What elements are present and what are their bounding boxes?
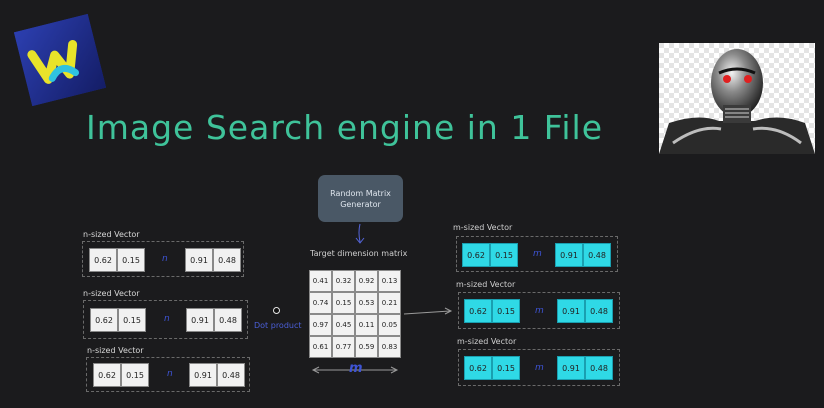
page-title: Image Search engine in 1 File <box>86 108 604 147</box>
vector-cell: 0.48 <box>583 243 611 267</box>
matrix-cell: 0.53 <box>355 292 378 314</box>
matrix-cell: 0.83 <box>378 336 401 358</box>
output-vector-label: m-sized Vector <box>453 223 513 232</box>
output-vector-row: 0.62 0.15 m 0.91 0.48 <box>456 236 618 272</box>
input-vector-label: n-sized Vector <box>83 289 140 298</box>
vector-cell: 0.15 <box>492 299 520 323</box>
vector-cell: 0.62 <box>464 356 492 380</box>
vector-cell: 0.91 <box>186 308 214 332</box>
matrix-cell: 0.41 <box>309 270 332 292</box>
matrix-cell: 0.32 <box>332 270 355 292</box>
vector-cell: 0.91 <box>557 299 585 323</box>
matrix-cell: 0.59 <box>355 336 378 358</box>
matrix-label: Target dimension matrix <box>310 249 408 258</box>
matrix-cell: 0.77 <box>332 336 355 358</box>
dot-product-label: Dot product <box>254 321 302 330</box>
vector-dim-label: n <box>167 369 173 379</box>
input-vector-label: n-sized Vector <box>87 346 144 355</box>
vector-dim-label: n <box>164 314 170 324</box>
logo <box>12 13 108 107</box>
matrix-cell: 0.11 <box>355 314 378 336</box>
vector-dim-label: m <box>535 363 544 373</box>
matrix-cell: 0.21 <box>378 292 401 314</box>
matrix-cell: 0.15 <box>332 292 355 314</box>
dot-product-node <box>273 307 280 314</box>
vector-cell: 0.48 <box>585 299 613 323</box>
vector-dim-label: n <box>162 254 168 264</box>
vector-cell: 0.15 <box>117 248 145 272</box>
matrix-cell: 0.61 <box>309 336 332 358</box>
output-vector-row: 0.62 0.15 m 0.91 0.48 <box>458 292 620 329</box>
matrix-cell: 0.05 <box>378 314 401 336</box>
vector-cell: 0.91 <box>557 356 585 380</box>
vector-cell: 0.91 <box>555 243 583 267</box>
robot-image <box>659 43 815 154</box>
vector-cell: 0.48 <box>217 363 245 387</box>
vector-cell: 0.62 <box>464 299 492 323</box>
vector-dim-label: m <box>535 306 544 316</box>
input-vector-label: n-sized Vector <box>83 230 140 239</box>
vector-cell: 0.62 <box>93 363 121 387</box>
vector-cell: 0.62 <box>89 248 117 272</box>
matrix-cell: 0.92 <box>355 270 378 292</box>
matrix-cell: 0.13 <box>378 270 401 292</box>
output-vector-label: m-sized Vector <box>457 337 517 346</box>
target-dimension-matrix: 0.41 0.32 0.92 0.13 0.74 0.15 0.53 0.21 … <box>309 270 401 358</box>
matrix-cell: 0.97 <box>309 314 332 336</box>
matrix-cell: 0.45 <box>332 314 355 336</box>
vector-cell: 0.48 <box>585 356 613 380</box>
vector-cell: 0.15 <box>490 243 518 267</box>
generator-label: Random Matrix Generator <box>330 188 391 209</box>
vector-cell: 0.91 <box>185 248 213 272</box>
input-vector-row: 0.62 0.15 n 0.91 0.48 <box>83 300 248 339</box>
vector-cell: 0.91 <box>189 363 217 387</box>
vector-cell: 0.15 <box>121 363 149 387</box>
input-vector-row: 0.62 0.15 n 0.91 0.48 <box>82 241 244 277</box>
random-matrix-generator: Random Matrix Generator <box>318 175 403 222</box>
output-vector-row: 0.62 0.15 m 0.91 0.48 <box>458 349 620 386</box>
vector-cell: 0.15 <box>118 308 146 332</box>
matrix-dim-label: m <box>349 361 363 376</box>
vector-cell: 0.48 <box>213 248 241 272</box>
vector-cell: 0.62 <box>90 308 118 332</box>
matrix-cell: 0.74 <box>309 292 332 314</box>
output-vector-label: m-sized Vector <box>456 280 516 289</box>
vector-cell: 0.62 <box>462 243 490 267</box>
vector-cell: 0.15 <box>492 356 520 380</box>
vector-dim-label: m <box>533 249 542 259</box>
vector-cell: 0.48 <box>214 308 242 332</box>
input-vector-row: 0.62 0.15 n 0.91 0.48 <box>86 357 250 392</box>
